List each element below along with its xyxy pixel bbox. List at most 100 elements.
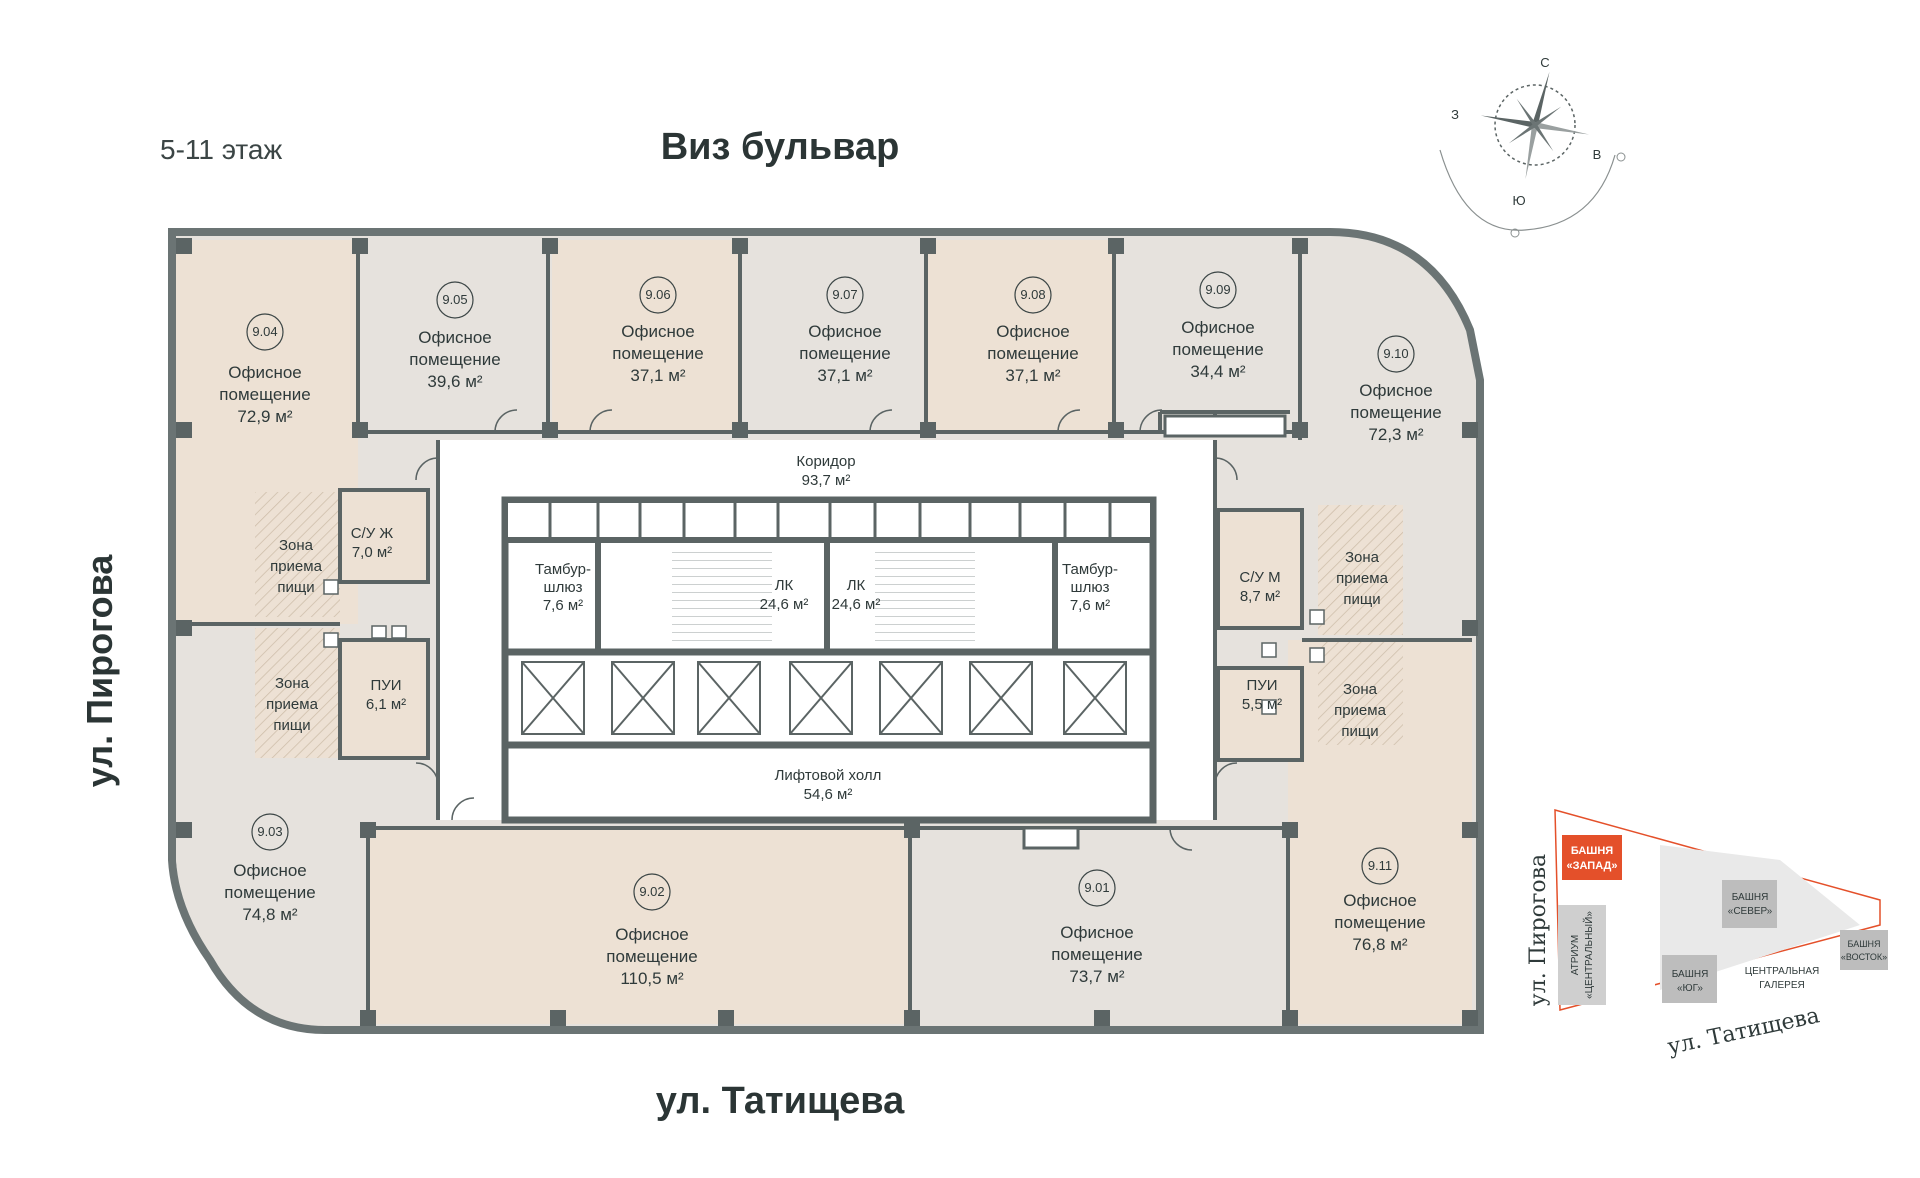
svg-text:ЛК: ЛК xyxy=(847,577,866,594)
svg-text:помещение: помещение xyxy=(612,344,703,363)
floor-label: 5-11 этаж xyxy=(160,134,283,165)
mini-map: БАШНЯ «ЗАПАД» АТРИУМ «ЦЕНТРАЛЬНЫЙ» БАШНЯ… xyxy=(1526,809,1888,1060)
svg-text:помещение: помещение xyxy=(224,883,315,902)
room-9-06[interactable] xyxy=(552,240,738,432)
svg-text:пищи: пищи xyxy=(277,579,314,596)
svg-text:7,6 м²: 7,6 м² xyxy=(1070,597,1110,614)
svg-text:9.05: 9.05 xyxy=(442,292,467,307)
svg-text:БАШНЯ: БАШНЯ xyxy=(1848,939,1881,949)
svg-text:24,6 м²: 24,6 м² xyxy=(832,596,881,613)
svg-text:«ЦЕНТРАЛЬНЫЙ»: «ЦЕНТРАЛЬНЫЙ» xyxy=(1582,911,1595,999)
svg-text:37,1 м²: 37,1 м² xyxy=(817,366,872,385)
svg-text:7,0 м²: 7,0 м² xyxy=(352,544,392,561)
pui-left-room xyxy=(338,638,430,760)
svg-text:Тамбур-: Тамбур- xyxy=(1062,561,1118,578)
svg-text:помещение: помещение xyxy=(409,350,500,369)
svg-text:93,7 м²: 93,7 м² xyxy=(802,472,851,489)
svg-text:Зона: Зона xyxy=(275,675,310,692)
svg-text:9.10: 9.10 xyxy=(1383,346,1408,361)
svg-text:Офисное: Офисное xyxy=(228,363,302,382)
room-9-08[interactable] xyxy=(928,240,1114,432)
room-9-02[interactable] xyxy=(368,828,910,1024)
room-9-07[interactable] xyxy=(740,240,926,432)
svg-text:37,1 м²: 37,1 м² xyxy=(1005,366,1060,385)
svg-text:Лифтовой холл: Лифтовой холл xyxy=(775,767,882,784)
street-label-bottom: ул. Татищева xyxy=(655,1080,905,1122)
svg-text:74,8 м²: 74,8 м² xyxy=(242,905,297,924)
svg-text:Офисное: Офисное xyxy=(621,322,695,341)
svg-text:Офисное: Офисное xyxy=(1343,891,1417,910)
svg-text:пищи: пищи xyxy=(1343,591,1380,608)
elevator-shafts xyxy=(521,661,1127,735)
svg-text:Тамбур-: Тамбур- xyxy=(535,561,591,578)
svg-text:помещение: помещение xyxy=(219,385,310,404)
svg-text:Коридор: Коридор xyxy=(796,453,855,470)
svg-text:помещение: помещение xyxy=(606,947,697,966)
svg-text:9.01: 9.01 xyxy=(1084,880,1109,895)
svg-text:приема: приема xyxy=(266,696,318,713)
svg-text:ЛК: ЛК xyxy=(775,577,794,594)
svg-text:С/У М: С/У М xyxy=(1239,569,1280,586)
structural-columns xyxy=(176,238,1478,1026)
street-label-top: Виз бульвар xyxy=(660,126,900,168)
compass-north: С xyxy=(1540,55,1549,70)
svg-text:пищи: пищи xyxy=(273,717,310,734)
svg-text:БАШНЯ: БАШНЯ xyxy=(1732,892,1769,903)
svg-text:Зона: Зона xyxy=(1343,681,1378,698)
svg-text:Офисное: Офисное xyxy=(1060,923,1134,942)
svg-text:помещение: помещение xyxy=(799,344,890,363)
svg-text:9.07: 9.07 xyxy=(832,287,857,302)
service-labels: Коридор 93,7 м² Лифтовой холл 54,6 м² ЛК… xyxy=(351,453,1282,803)
svg-text:АТРИУМ: АТРИУМ xyxy=(1570,935,1581,976)
svg-text:Зона: Зона xyxy=(1345,549,1380,566)
svg-text:24,6 м²: 24,6 м² xyxy=(760,596,809,613)
svg-text:9.09: 9.09 xyxy=(1205,282,1230,297)
svg-text:9.02: 9.02 xyxy=(639,884,664,899)
svg-text:34,4 м²: 34,4 м² xyxy=(1190,362,1245,381)
svg-text:73,7 м²: 73,7 м² xyxy=(1069,967,1124,986)
compass-rose: С Ю З В xyxy=(1439,55,1626,238)
svg-text:ПУИ: ПУИ xyxy=(1246,677,1277,694)
svg-text:шлюз: шлюз xyxy=(544,579,583,596)
svg-text:помещение: помещение xyxy=(1350,403,1441,422)
compass-west: З xyxy=(1451,107,1459,122)
svg-text:Офисное: Офисное xyxy=(1359,381,1433,400)
svg-text:«СЕВЕР»: «СЕВЕР» xyxy=(1728,906,1773,917)
pui-right-room xyxy=(1216,666,1304,762)
svg-text:Офисное: Офисное xyxy=(1181,318,1255,337)
room-9-01[interactable] xyxy=(910,828,1288,1024)
svg-text:5,5 м²: 5,5 м² xyxy=(1242,696,1282,713)
wc-f-room xyxy=(338,488,430,584)
room-9-09[interactable] xyxy=(1114,240,1300,420)
svg-text:Офисное: Офисное xyxy=(996,322,1070,341)
svg-text:приема: приема xyxy=(1336,570,1388,587)
svg-text:9.04: 9.04 xyxy=(252,324,277,339)
svg-text:приема: приема xyxy=(1334,702,1386,719)
zone-labels: Зона приема пищи Зона приема пищи Зона п… xyxy=(266,537,1388,740)
wc-m-room xyxy=(1216,508,1304,630)
office-labels: 9.04 Офисное помещение 72,9 м² 9.05 Офис… xyxy=(219,271,1442,988)
food-zone-top-right xyxy=(1318,505,1403,635)
svg-text:«ЮГ»: «ЮГ» xyxy=(1677,983,1703,994)
svg-text:Офисное: Офисное xyxy=(808,322,882,341)
svg-text:110,5 м²: 110,5 м² xyxy=(620,969,684,988)
svg-text:пищи: пищи xyxy=(1341,723,1378,740)
svg-text:«ЗАПАД»: «ЗАПАД» xyxy=(1566,860,1617,872)
room-9-05[interactable] xyxy=(358,240,544,430)
svg-text:Офисное: Офисное xyxy=(615,925,689,944)
svg-text:«ВОСТОК»: «ВОСТОК» xyxy=(1841,952,1887,962)
svg-text:помещение: помещение xyxy=(1051,945,1142,964)
svg-text:39,6 м²: 39,6 м² xyxy=(427,372,482,391)
compass-south: Ю xyxy=(1512,193,1525,208)
svg-text:7,6 м²: 7,6 м² xyxy=(543,597,583,614)
svg-text:9.08: 9.08 xyxy=(1020,287,1045,302)
food-zone-top-left xyxy=(255,492,340,617)
svg-text:ул. Пирогова: ул. Пирогова xyxy=(1526,854,1551,1006)
svg-text:приема: приема xyxy=(270,558,322,575)
compass-east: В xyxy=(1593,147,1602,162)
svg-text:9.03: 9.03 xyxy=(257,824,282,839)
svg-text:8,7 м²: 8,7 м² xyxy=(1240,588,1280,605)
svg-text:ПУИ: ПУИ xyxy=(370,677,401,694)
door-swings xyxy=(415,409,1238,851)
